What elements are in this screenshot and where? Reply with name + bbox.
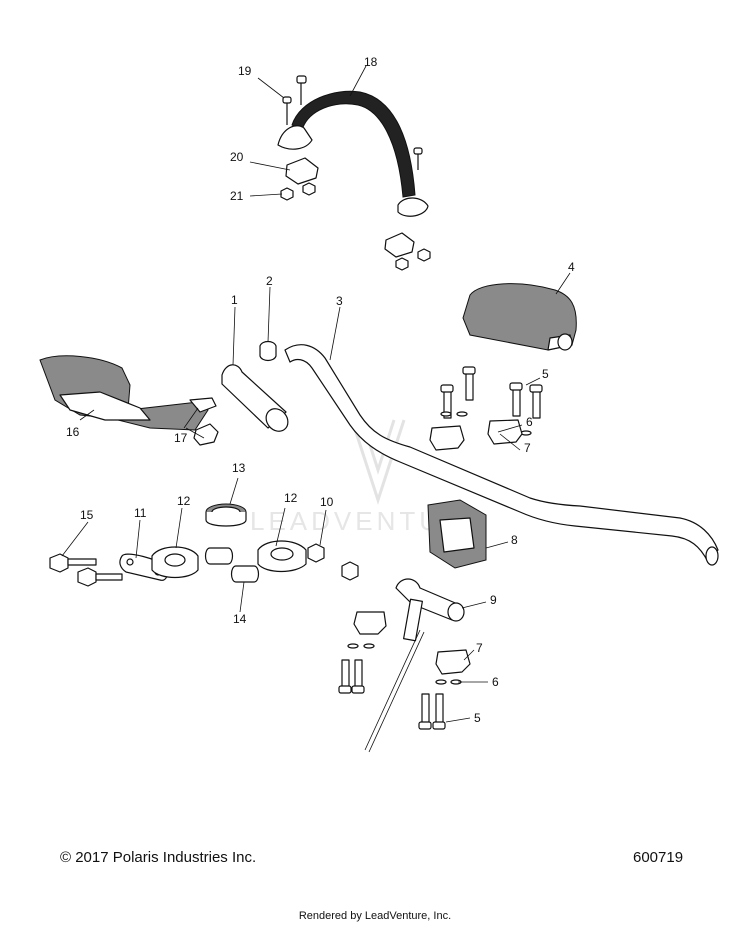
callout-14: 14 (233, 612, 247, 626)
crossbar-pad-4 (462, 283, 577, 351)
t-bar-9 (364, 578, 465, 753)
callout-7-lower: 7 (476, 641, 483, 655)
rendered-by-note: Rendered by LeadVenture, Inc. (298, 910, 452, 922)
bolt-19 (282, 75, 423, 170)
callout-16: 16 (66, 425, 80, 439)
callout-6-lower: 6 (492, 675, 499, 689)
leader-lines (61, 65, 571, 723)
clamp-cap-20 (285, 157, 415, 258)
end-cap-2 (259, 340, 277, 362)
callout-3: 3 (336, 294, 343, 308)
callout-12-right: 12 (284, 491, 298, 505)
bushing-13 (205, 503, 247, 527)
callout-2: 2 (266, 274, 273, 288)
callout-5-upper: 5 (542, 367, 549, 381)
callout-10: 10 (320, 495, 334, 509)
document-number: 600719 (633, 849, 684, 866)
handguard-16 (39, 355, 217, 431)
callout-11: 11 (134, 506, 147, 520)
bolt-15 (49, 553, 123, 587)
callout-19: 19 (238, 64, 252, 78)
handlebar-tube-3 (284, 344, 719, 566)
callout-21: 21 (230, 189, 244, 203)
callout-20: 20 (230, 150, 244, 164)
bolt-set-upper (429, 366, 543, 451)
handlebar-clamp-8 (427, 499, 487, 569)
callout-1: 1 (231, 293, 238, 307)
callout-17: 17 (174, 431, 188, 445)
callout-15: 15 (80, 508, 94, 522)
callout-13: 13 (232, 461, 246, 475)
clamp-12 (151, 540, 307, 579)
grip-1 (221, 364, 289, 432)
callout-18: 18 (364, 55, 378, 69)
bolt-set-lower (338, 611, 471, 730)
handguard-clamp-17 (193, 423, 219, 446)
copyright-notice: © 2017 Polaris Industries Inc. (60, 849, 257, 866)
callout-9: 9 (490, 593, 497, 607)
nut-10 (307, 543, 359, 581)
callout-5-lower: 5 (474, 711, 481, 725)
callout-6-upper: 6 (526, 415, 533, 429)
crossbar-pad-arch (277, 90, 429, 217)
nut-21 (280, 182, 431, 271)
spacer-14 (204, 547, 260, 583)
callout-8: 8 (511, 533, 518, 547)
callout-4: 4 (568, 260, 575, 274)
callout-7-upper: 7 (524, 441, 531, 455)
callout-12-left: 12 (177, 494, 191, 508)
